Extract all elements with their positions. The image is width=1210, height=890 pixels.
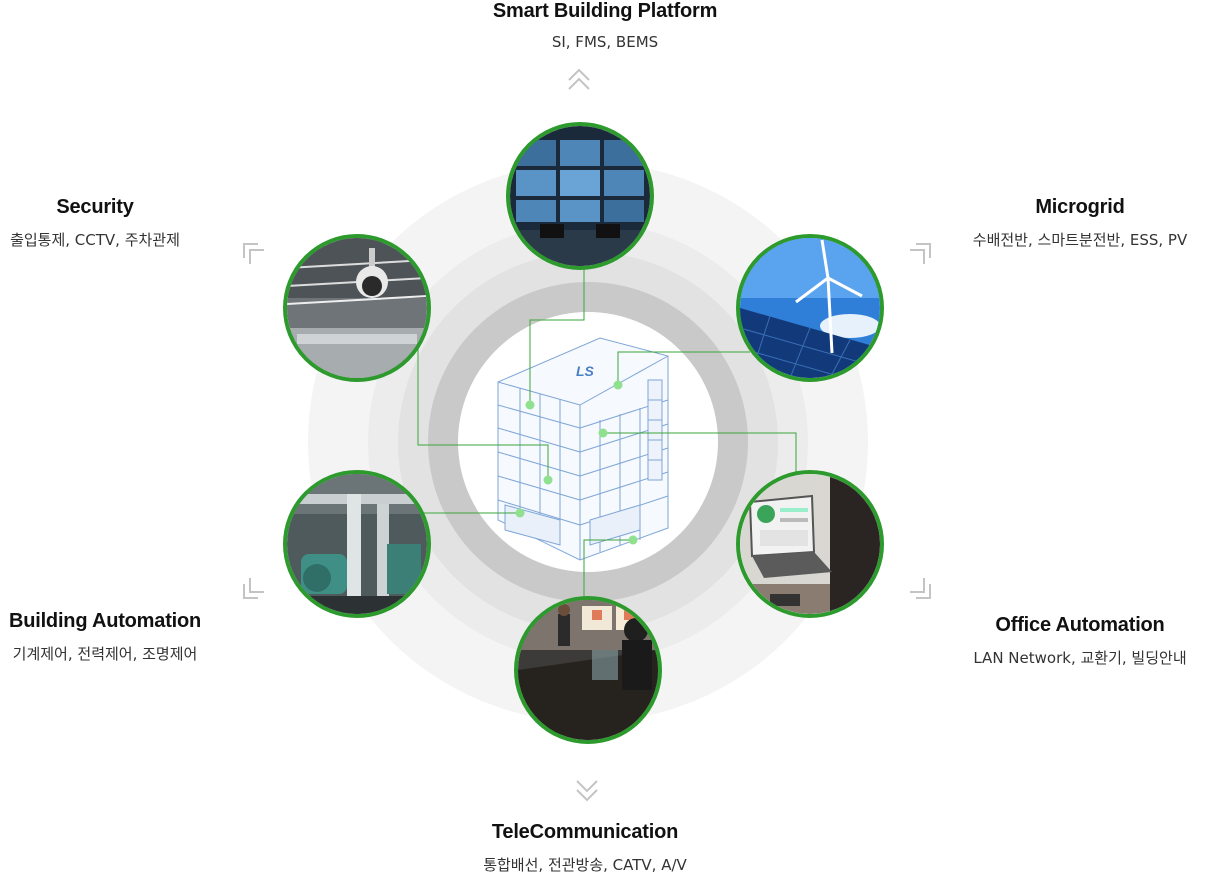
node-title: Office Automation [995, 614, 1165, 636]
node-subtitle: LAN Network, 교환기, 빌딩안내 [973, 649, 1187, 667]
connector-lines [417, 262, 797, 605]
node-office-automation: Office Automation LAN Network, 교환기, 빌딩안내 [950, 614, 1210, 668]
node-subtitle: 통합배선, 전관방송, CATV, A/V [483, 856, 687, 874]
node-smart-building-platform: Smart Building Platform SI, FMS, BEMS [405, 0, 805, 51]
dot-microgrid [613, 380, 623, 390]
chevron-up-left-icon [243, 243, 264, 264]
dot-telecommunication [628, 535, 638, 545]
laptop-office-photo [736, 470, 884, 618]
connector-telecommunication [583, 539, 633, 605]
node-title: Building Automation [8, 610, 202, 632]
conference-room-photo [514, 596, 662, 744]
connector-office-automation [603, 432, 797, 475]
dot-building-automation [515, 508, 525, 518]
dot-office-automation [598, 428, 608, 438]
chevron-up-icon [568, 68, 590, 90]
node-title: Microgrid [1035, 196, 1125, 218]
node-building-automation: Building Automation 기계제어, 전력제어, 조명제어 [0, 610, 210, 664]
dot-platform [525, 400, 535, 410]
node-title: Security [56, 196, 134, 218]
chevrons [243, 68, 931, 802]
building-illustration [497, 337, 669, 561]
node-subtitle: 기계제어, 전력제어, 조명제어 [12, 645, 198, 663]
mechanical-room-photo [283, 470, 431, 618]
chevron-down-icon [576, 780, 598, 802]
node-telecommunication: TeleCommunication 통합배선, 전관방송, CATV, A/V [405, 821, 765, 875]
cctv-camera-photo [283, 234, 431, 382]
connector-security [417, 345, 549, 480]
wind-solar-photo [736, 234, 884, 382]
connector-dots [515, 380, 638, 545]
connector-microgrid [617, 351, 750, 385]
node-microgrid: Microgrid 수배전반, 스마트분전반, ESS, PV [950, 196, 1210, 250]
chevron-down-right-icon [910, 578, 931, 599]
node-title: TeleCommunication [491, 821, 679, 843]
control-room-photo [506, 122, 654, 270]
node-title: Smart Building Platform [492, 0, 718, 22]
connector-top [529, 262, 585, 405]
node-subtitle: 출입통제, CCTV, 주차관제 [10, 231, 180, 249]
chevron-up-right-icon [910, 243, 931, 264]
building-logo: LS [576, 363, 595, 379]
node-subtitle: SI, FMS, BEMS [551, 33, 659, 51]
chevron-down-left-icon [243, 578, 264, 599]
dot-security [543, 475, 553, 485]
node-subtitle: 수배전반, 스마트분전반, ESS, PV [972, 231, 1188, 249]
node-security: Security 출입통제, CCTV, 주차관제 [0, 196, 190, 250]
